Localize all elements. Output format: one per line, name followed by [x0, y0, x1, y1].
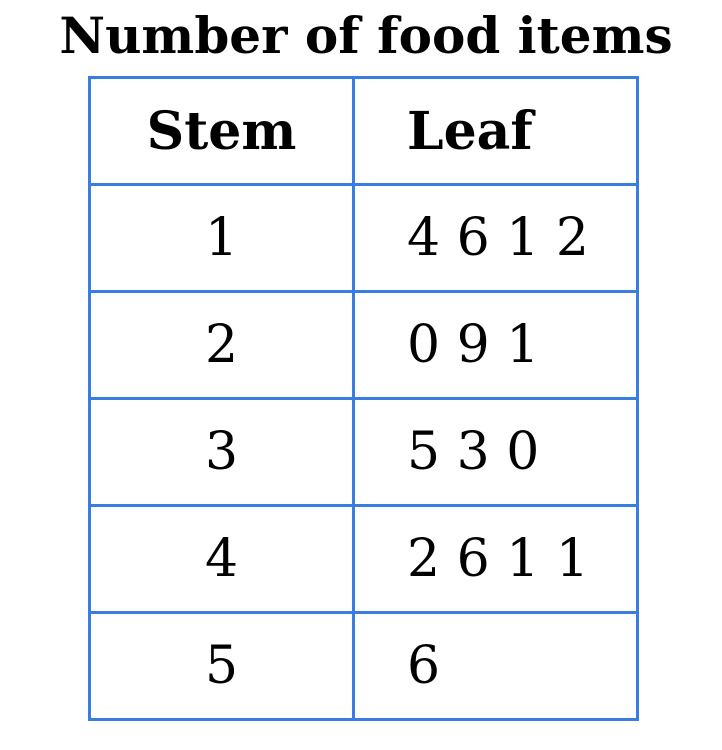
table-row: 3 5 3 0: [88, 397, 639, 507]
leaf-cell: 2 6 1 1: [352, 504, 639, 614]
header-stem: Stem: [88, 76, 355, 186]
leaf-cell: 0 9 1: [352, 290, 639, 400]
table-row: 1 4 6 1 2: [88, 183, 639, 293]
stem-cell: 1: [88, 183, 355, 293]
stem-cell: 2: [88, 290, 355, 400]
table-row: 2 0 9 1: [88, 290, 639, 400]
leaf-cell: 6: [352, 611, 639, 721]
stem-and-leaf-table: Stem Leaf 1 4 6 1 2 2 0 9 1 3 5 3 0 4 2 …: [88, 76, 639, 721]
leaf-cell: 4 6 1 2: [352, 183, 639, 293]
stem-cell: 3: [88, 397, 355, 507]
leaf-cell: 5 3 0: [352, 397, 639, 507]
chart-title: Number of food items: [59, 6, 673, 65]
table-row: 4 2 6 1 1: [88, 504, 639, 614]
header-row: Stem Leaf: [88, 76, 639, 186]
stem-cell: 4: [88, 504, 355, 614]
stem-cell: 5: [88, 611, 355, 721]
header-leaf: Leaf: [352, 76, 639, 186]
table-row: 5 6: [88, 611, 639, 721]
